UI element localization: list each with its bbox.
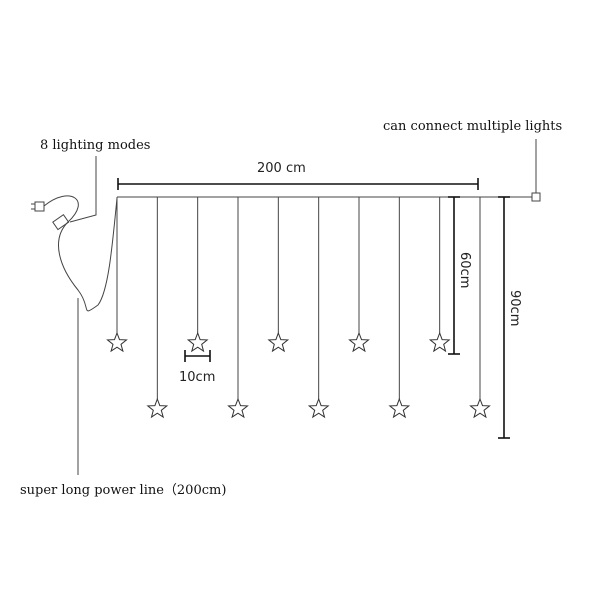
power-plug-icon — [31, 201, 45, 212]
modes-label: 8 lighting modes — [40, 138, 150, 153]
long-drop-label: 90cm — [507, 290, 522, 326]
star-icon — [106, 331, 128, 353]
connect-label: can connect multiple lights — [383, 119, 562, 134]
star-icon — [348, 331, 370, 353]
star-icon — [146, 397, 169, 419]
power-cable — [43, 195, 118, 312]
modes-leader — [69, 156, 97, 223]
star-icon — [307, 397, 330, 419]
star-size-dimension — [184, 350, 211, 362]
power-line-label: super long power line（200cm) — [20, 483, 226, 498]
short-drop-label: 60cm — [457, 252, 472, 288]
end-connector — [531, 192, 541, 202]
star-icon — [469, 397, 491, 419]
long-drop-dimension — [498, 196, 510, 439]
controller-box — [52, 214, 70, 231]
star-size-label: 10cm — [179, 370, 215, 385]
width-dimension — [117, 178, 479, 190]
short-drop-dimension — [448, 196, 460, 355]
star-icon — [186, 331, 209, 353]
width-label: 200 cm — [257, 161, 306, 176]
star-icon — [227, 397, 249, 419]
star-icon — [428, 331, 451, 353]
star-drops — [106, 197, 491, 419]
star-icon — [388, 397, 411, 419]
star-icon — [267, 331, 290, 353]
